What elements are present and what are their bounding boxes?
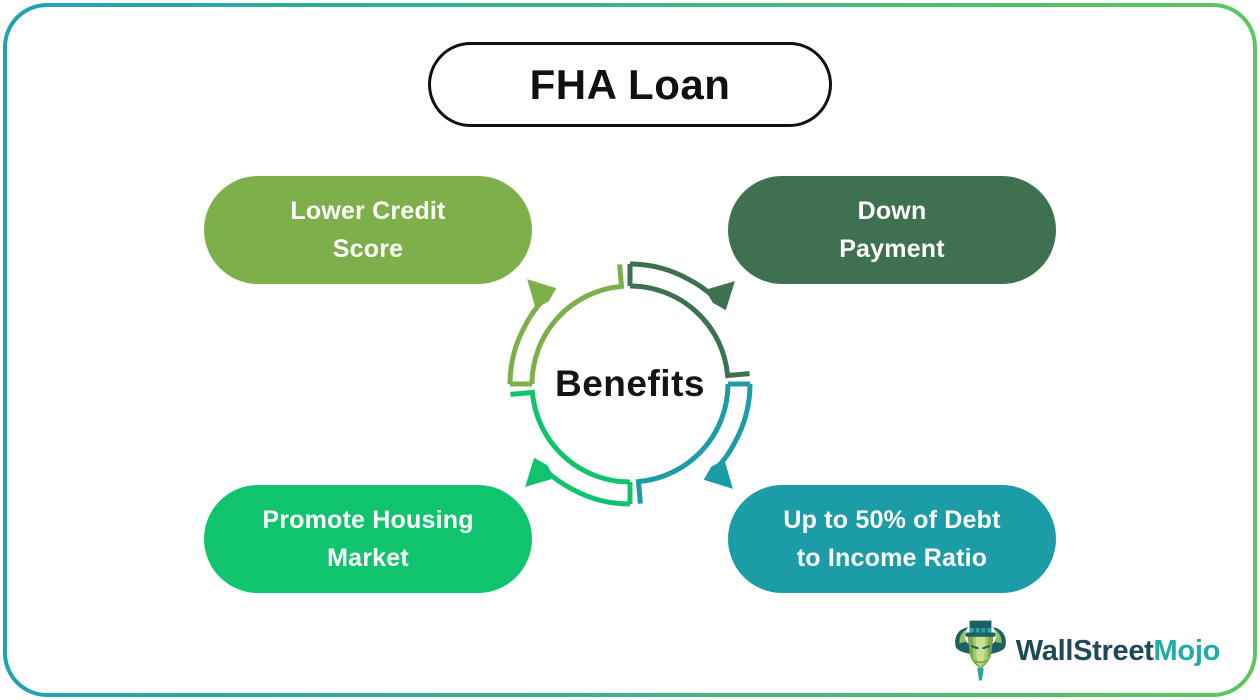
logo-text: WallStreetMojo xyxy=(1015,634,1221,668)
pill-line: to Income Ratio xyxy=(796,544,988,572)
cycle-arrow-to-lower-credit xyxy=(510,264,622,384)
pill-line: Score xyxy=(332,235,404,263)
cycle-arrow-to-down-payment xyxy=(630,264,750,376)
wallstreetmojo-logo: WallStreetMojo xyxy=(952,618,1220,684)
logo-text-wallstreet: WallStreet xyxy=(1015,634,1154,667)
pill-line: Market xyxy=(327,544,409,572)
title-pill: FHA Loan xyxy=(428,42,832,127)
pill-lower-credit-score: Lower Credit Score xyxy=(204,176,532,284)
pill-line: Lower Credit xyxy=(290,197,446,225)
logo-text-mojo: Mojo xyxy=(1153,634,1221,667)
pill-line: Up to 50% of Debt xyxy=(783,506,1001,534)
bull-mascot-icon xyxy=(954,620,1006,681)
pill-debt-to-income-ratio: Up to 50% of Debt to Income Ratio xyxy=(728,485,1056,593)
pill-promote-housing-market: Promote Housing Market xyxy=(204,485,532,593)
pill-down-payment: Down Payment xyxy=(728,176,1056,284)
pill-line: Down xyxy=(857,197,927,225)
pill-line: Promote Housing xyxy=(262,506,474,534)
pill-line: Payment xyxy=(839,235,945,263)
benefits-cycle-diagram xyxy=(465,219,795,549)
page-title: FHA Loan xyxy=(529,60,731,108)
cycle-arrow-to-debt-to-income xyxy=(639,384,751,504)
cycle-arrow-to-promote-housing xyxy=(510,393,630,505)
